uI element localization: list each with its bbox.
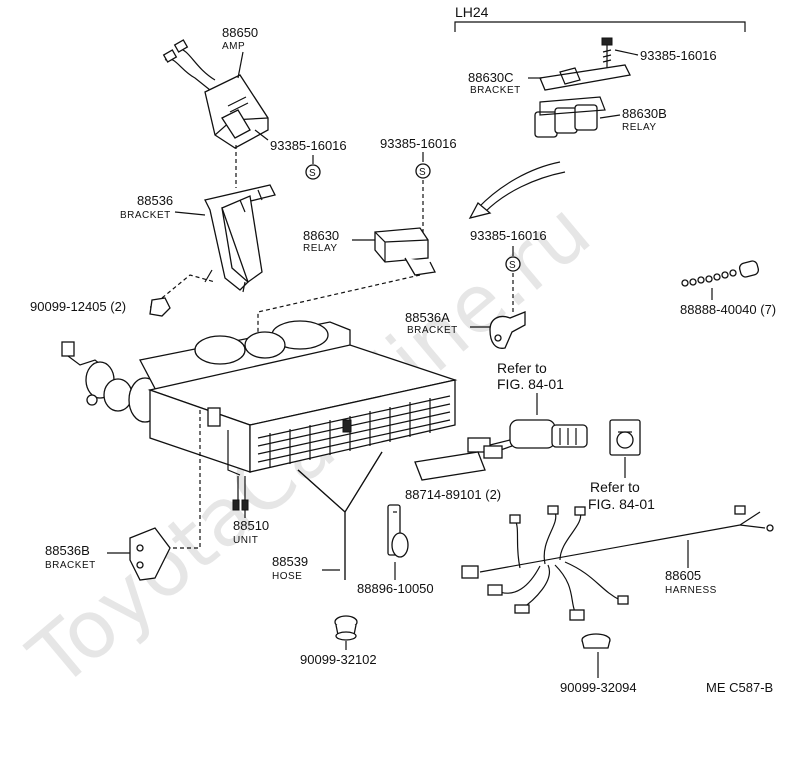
harness-88605-number: 88605 <box>665 568 701 583</box>
hose-88539-drawing <box>297 451 383 580</box>
bracket-88536b-drawing <box>129 527 171 581</box>
switch-drawing <box>467 419 588 459</box>
variant-label: LH24 <box>455 4 489 20</box>
variant-bracket-line <box>454 21 746 32</box>
bracket-88536a-number: 88536A <box>405 310 450 325</box>
screw-symbol-relay-letter: S <box>419 167 426 178</box>
hose-88539-name: HOSE <box>272 571 302 582</box>
amp-drawing <box>162 39 269 149</box>
unit-88510-number: 88510 <box>233 518 269 533</box>
bracket-a-screw-number: 93385-16016 <box>470 228 547 243</box>
relay-88630b-drawing <box>534 96 606 138</box>
screw-symbol-amp-letter: S <box>309 168 316 179</box>
bracket-88536a-name: BRACKET <box>407 325 458 336</box>
unit-88510-name: UNIT <box>233 535 258 546</box>
pad-88714-number: 88714-89101 (2) <box>405 487 501 502</box>
relay-88630b-number: 88630B <box>622 106 667 121</box>
unit-88510-drawing <box>61 320 458 511</box>
diagram-code: ME C587-B <box>706 680 773 695</box>
hose-88539-number: 88539 <box>272 554 308 569</box>
nut-90099-12405-number: 90099-12405 (2) <box>30 299 126 314</box>
bracket-88536-number: 88536 <box>137 193 173 208</box>
relay-88630-drawing <box>374 227 436 276</box>
bracket-88630c-drawing <box>539 64 631 91</box>
pad-88714-icon <box>414 451 486 481</box>
grommet-90099-32102-number: 90099-32102 <box>300 652 377 667</box>
bulbs-88888-drawing <box>681 260 760 287</box>
lh24-screw-number: 93385-16016 <box>640 48 717 63</box>
ref-1-fig: FIG. 84-01 <box>497 376 564 392</box>
amp-name: AMP <box>222 41 245 52</box>
lh24-arrow-head <box>468 201 492 219</box>
screw-symbol-bracket-a-letter: S <box>509 260 516 271</box>
lh24-arrow <box>477 161 561 209</box>
harness-88605-drawing <box>461 505 774 621</box>
screw-symbol-relay <box>415 163 431 179</box>
nut-90099-12405-icon <box>149 297 171 317</box>
bracket-88536-name: BRACKET <box>120 210 171 221</box>
relay-88630b-name: RELAY <box>622 122 657 133</box>
amp-number: 88650 <box>222 25 258 40</box>
grommet-90099-32102-drawing <box>334 615 358 641</box>
ref-2-text: Refer to <box>590 479 640 495</box>
screw-symbol-bracket-a <box>505 256 521 272</box>
bracket-88630c-name: BRACKET <box>470 85 521 96</box>
harness-88605-name: HARNESS <box>665 585 717 596</box>
grommet-90099-32094-number: 90099-32094 <box>560 680 637 695</box>
bracket-88536b-number: 88536B <box>45 543 90 558</box>
relay-screw-number: 93385-16016 <box>380 136 457 151</box>
bulbs-88888-number: 88888-40040 (7) <box>680 302 776 317</box>
bracket-88536-drawing <box>204 184 276 293</box>
ref-1-text: Refer to <box>497 360 547 376</box>
screw-symbol-amp <box>305 164 321 180</box>
relay-88630-number: 88630 <box>303 228 339 243</box>
bracket-88630c-number: 88630C <box>468 70 514 85</box>
bracket-88536a-drawing <box>489 311 526 349</box>
clip-88896-drawing <box>387 504 409 558</box>
lh24-screw-drawing <box>601 37 613 70</box>
bracket-88536b-name: BRACKET <box>45 560 96 571</box>
grommet-90099-32094-drawing <box>581 633 611 649</box>
ref-2-fig: FIG. 84-01 <box>588 496 655 512</box>
clip-88896-number: 88896-10050 <box>357 581 434 596</box>
bezel-drawing <box>609 419 641 456</box>
amp-screw-number: 93385-16016 <box>270 138 347 153</box>
relay-88630-name: RELAY <box>303 243 338 254</box>
